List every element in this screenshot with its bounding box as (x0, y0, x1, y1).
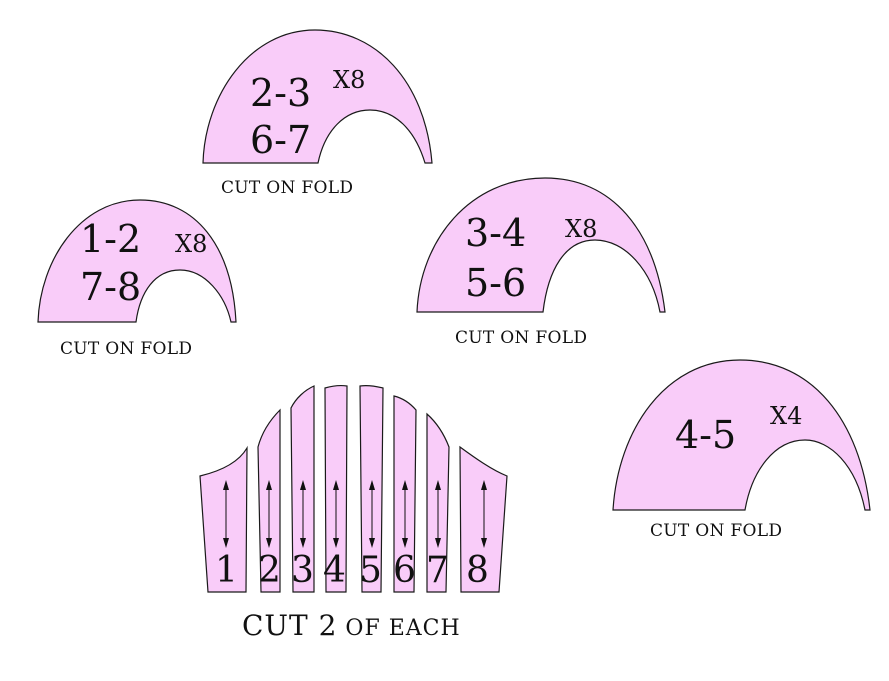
caption-of-each: OF EACH (345, 616, 460, 641)
cut-instruction-caption: CUT 2 OF EACH (242, 609, 461, 642)
strip-label: 1 (215, 550, 238, 591)
caption-cut-2: CUT 2 (242, 609, 337, 642)
strip-4: 4 (323, 385, 348, 593)
pattern-piece-4-5: 4-5 X4 CUT ON FOLD (612, 359, 871, 541)
strip-label: 5 (359, 550, 382, 591)
piece-label-line2: 5-6 (465, 261, 526, 305)
crown-strips: 1 2 3 4 5 (199, 385, 508, 593)
quantity-label: X8 (565, 215, 597, 243)
cut-on-fold-label: CUT ON FOLD (650, 521, 782, 541)
strip-3: 3 (290, 385, 315, 593)
quantity-label: X8 (175, 230, 207, 258)
pattern-piece-2-3-6-7: 2-3 6-7 X8 CUT ON FOLD (202, 29, 433, 198)
piece-label-line1: 3-4 (465, 211, 526, 255)
strip-7: 7 (426, 412, 450, 593)
piece-label-line1: 1-2 (80, 217, 141, 261)
strip-label: 2 (258, 550, 281, 591)
piece-outline (202, 29, 433, 164)
cut-on-fold-label: CUT ON FOLD (221, 178, 353, 198)
cut-on-fold-label: CUT ON FOLD (455, 328, 587, 348)
strip-1: 1 (199, 445, 248, 593)
strip-label: 3 (291, 550, 314, 591)
pattern-piece-1-2-7-8: 1-2 7-8 X8 CUT ON FOLD (37, 199, 237, 359)
piece-outline (37, 199, 237, 323)
quantity-label: X4 (770, 402, 802, 430)
piece-outline (416, 177, 666, 313)
cut-on-fold-label: CUT ON FOLD (60, 339, 192, 359)
strip-outline (199, 445, 248, 593)
piece-label-line1: 4-5 (675, 413, 736, 457)
piece-label-line1: 2-3 (250, 71, 311, 115)
strip-5: 5 (359, 385, 384, 593)
strip-2: 2 (257, 408, 281, 593)
strip-6: 6 (393, 395, 417, 593)
piece-label-line2: 7-8 (80, 265, 141, 309)
piece-outline (612, 359, 871, 511)
pattern-piece-3-4-5-6: 3-4 5-6 X8 CUT ON FOLD (416, 177, 666, 348)
strip-label: 7 (426, 550, 449, 591)
strip-8: 8 (459, 445, 508, 593)
piece-label-line2: 6-7 (250, 118, 311, 162)
strip-label: 6 (393, 550, 416, 591)
strip-label: 4 (323, 550, 346, 591)
quantity-label: X8 (333, 66, 365, 94)
strip-label: 8 (466, 550, 489, 591)
